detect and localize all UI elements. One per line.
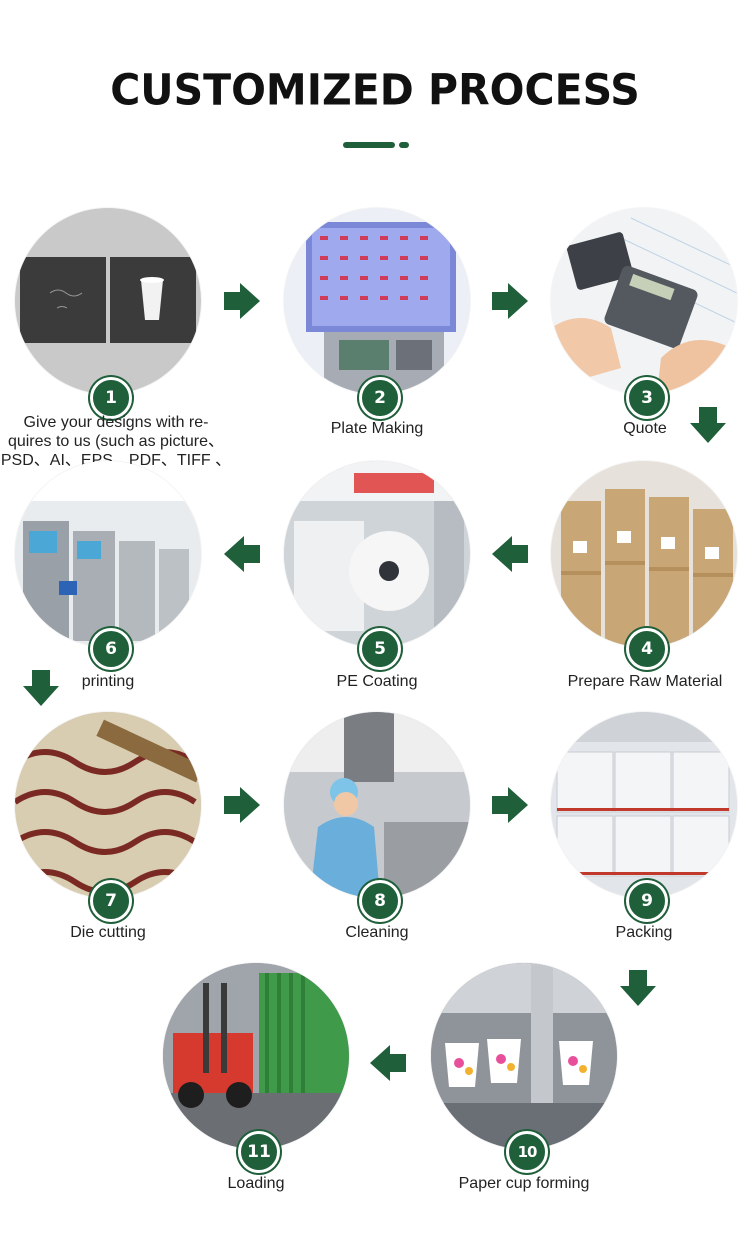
step-label-6: printing	[81, 673, 135, 690]
step-badge-1: 1	[90, 377, 132, 419]
arrow-right-icon	[224, 283, 260, 319]
step-1-image	[15, 208, 201, 394]
step-label-7: Die cutting	[70, 924, 146, 941]
step-label-3: Quote	[623, 420, 667, 437]
step-badge-9: 9	[626, 880, 668, 922]
step-label-1-line-1: Give your designs with re-	[23, 414, 209, 431]
arrow-right-icon	[492, 787, 528, 823]
arrow-down-icon	[690, 407, 726, 443]
step-label-4: Prepare Raw Material	[567, 673, 723, 690]
step-8-image	[284, 712, 470, 898]
step-label-5: PE Coating	[336, 673, 418, 690]
step-badge-8: 8	[359, 880, 401, 922]
title-underline	[343, 142, 395, 148]
step-11-image	[163, 963, 349, 1149]
title-underline-dot	[399, 142, 409, 148]
step-badge-11: 11	[238, 1131, 280, 1173]
step-4-image	[551, 461, 737, 647]
step-9-image	[551, 712, 737, 898]
step-6-image	[15, 461, 201, 647]
arrow-left-icon	[492, 536, 528, 572]
page-title: CUSTOMIZED PROCESS	[110, 64, 640, 116]
arrow-down-icon	[23, 670, 59, 706]
step-badge-3: 3	[626, 377, 668, 419]
step-label-8: Cleaning	[345, 924, 409, 941]
step-badge-7: 7	[90, 880, 132, 922]
arrow-right-icon	[224, 787, 260, 823]
step-label-9: Packing	[615, 924, 673, 941]
step-badge-10: 10	[506, 1131, 548, 1173]
step-badge-6: 6	[90, 628, 132, 670]
step-label-1-line-2: quires to us (such as picture、	[7, 433, 225, 450]
step-badge-2: 2	[359, 377, 401, 419]
step-badge-4: 4	[626, 628, 668, 670]
arrow-left-icon	[370, 1045, 406, 1081]
step-5-image	[284, 461, 470, 647]
step-10-image	[431, 963, 617, 1149]
step-badge-5: 5	[359, 628, 401, 670]
step-2-image	[284, 208, 470, 394]
arrow-down-icon	[620, 970, 656, 1006]
step-label-10: Paper cup forming	[458, 1175, 590, 1192]
arrow-left-icon	[224, 536, 260, 572]
step-3-image	[551, 208, 737, 394]
step-7-image	[15, 712, 201, 898]
arrow-right-icon	[492, 283, 528, 319]
step-label-2: Plate Making	[330, 420, 424, 437]
step-label-11: Loading	[227, 1175, 285, 1192]
